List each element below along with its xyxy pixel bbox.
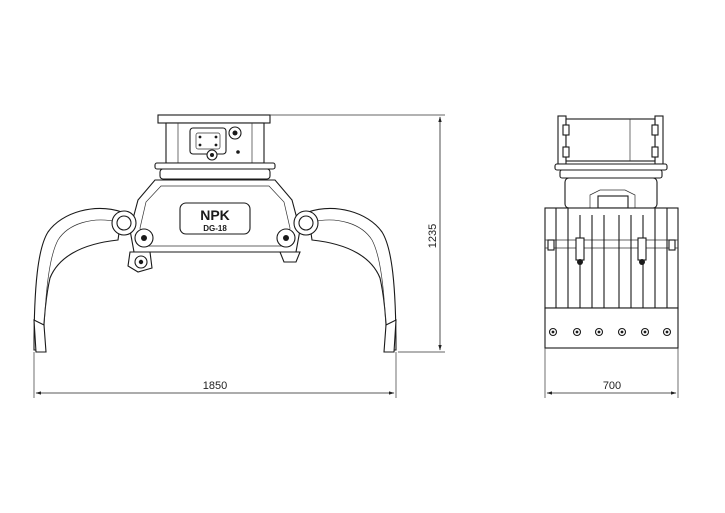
logo-brand-text: NPK: [200, 207, 230, 223]
dim-width-front-label: 1850: [203, 380, 227, 392]
grapple-body: [129, 179, 301, 253]
dimension-height: 1235: [427, 116, 442, 351]
side-tip-plate: [544, 307, 679, 349]
right-jaw: [307, 208, 397, 353]
side-jaw-frame: [544, 207, 679, 309]
left-jaw: [33, 208, 123, 353]
side-view: [544, 115, 679, 398]
side-rotator: [554, 163, 668, 209]
logo-model-text: DG-18: [203, 224, 227, 233]
dimension-width-front: 1850: [35, 380, 395, 395]
side-mounting-plate: [557, 115, 664, 165]
dim-height-label: 1235: [427, 224, 439, 248]
rotator-motor: [189, 126, 242, 161]
rotator-ring: [154, 162, 276, 180]
dim-width-side-label: 700: [603, 380, 621, 392]
dimension-width-side: 700: [546, 380, 677, 395]
cylinder-mount: [127, 251, 301, 273]
brand-logo: NPK DG-18: [200, 207, 230, 233]
front-view: NPK DG-18: [33, 114, 445, 398]
pivot-pins: [111, 210, 319, 248]
